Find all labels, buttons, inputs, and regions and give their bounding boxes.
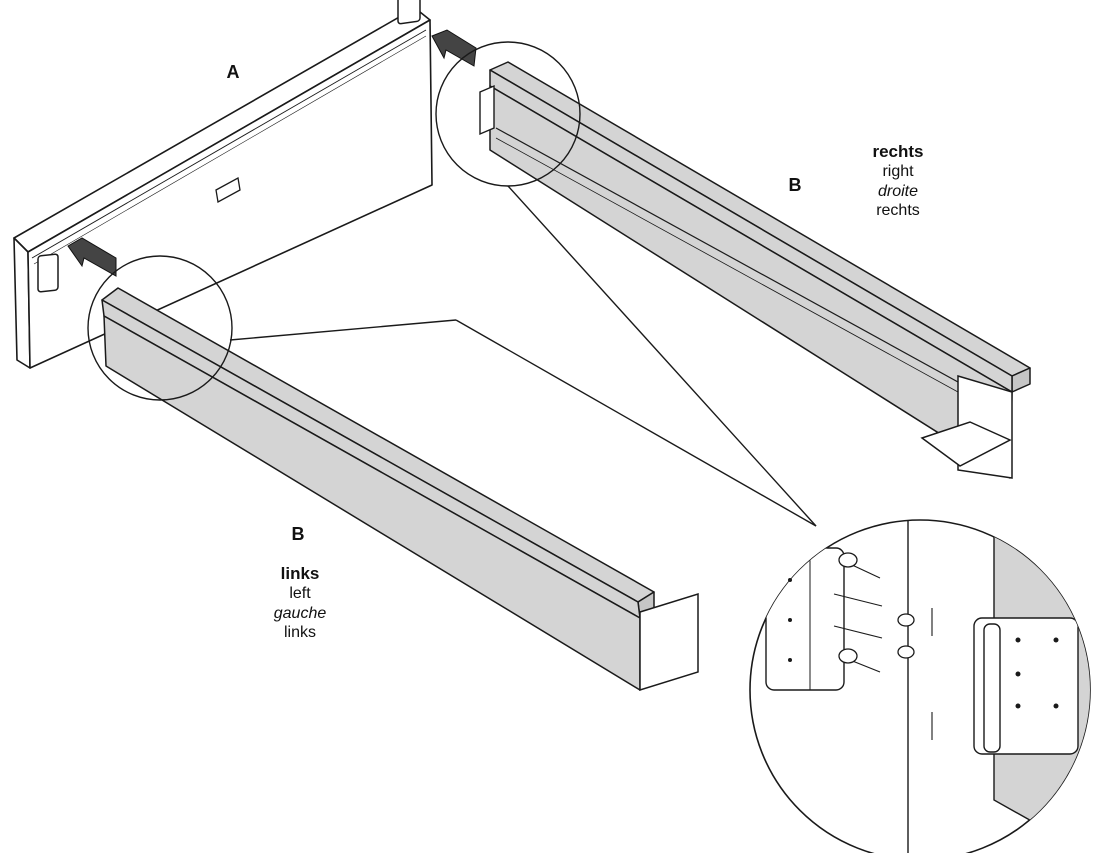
- detail-pin-holes: [788, 578, 1059, 709]
- magnifier-callouts: [87, 41, 817, 527]
- arrow-bottom-left: [67, 237, 117, 277]
- left-word-nl: links: [283, 623, 316, 641]
- right-rail-end-bracket: [920, 374, 1013, 479]
- right-word-en: right: [882, 163, 914, 181]
- right-word-de: rechts: [872, 142, 924, 161]
- left-rail-end-bracket: [639, 592, 699, 692]
- label-left-part-b: B: [291, 524, 305, 544]
- arrow-top-right: [431, 29, 477, 67]
- label-left-side: links left gauche links: [262, 564, 338, 642]
- left-word-de: links: [280, 564, 320, 583]
- label-part-a: A: [226, 62, 240, 82]
- left-word-en: left: [289, 585, 311, 603]
- label-right-part-b: B: [788, 175, 802, 195]
- right-word-nl: rechts: [876, 201, 920, 219]
- right-side-rail-b: [489, 61, 1031, 479]
- right-word-fr: droite: [877, 182, 919, 200]
- label-right-side: rechts right droite rechts: [848, 142, 948, 220]
- left-side-rail-b: [101, 287, 655, 691]
- detail-view: [749, 519, 1091, 853]
- panel-bracket-top-right: [397, 0, 421, 25]
- panel-middle-connector: [215, 176, 241, 204]
- right-rail-front-bracket: [479, 84, 495, 136]
- left-word-fr: gauche: [273, 604, 327, 622]
- panel-bracket-bottom-left: [37, 253, 59, 293]
